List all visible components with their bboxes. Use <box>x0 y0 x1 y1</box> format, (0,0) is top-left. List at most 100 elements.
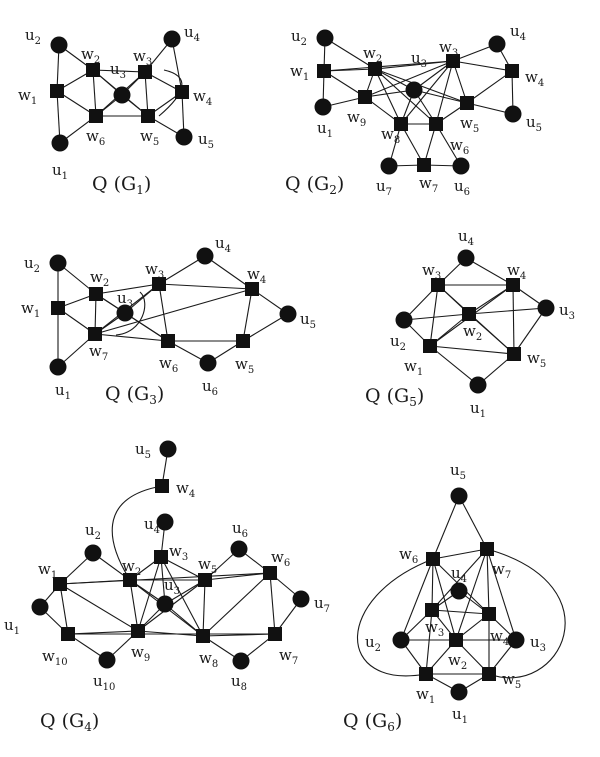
vertex-label: w4 <box>490 627 509 648</box>
vertex-label: w1 <box>38 560 57 581</box>
vertex-u4-circle <box>196 247 214 265</box>
vertex-label: w1 <box>21 299 40 320</box>
graph-edge <box>486 548 490 615</box>
graph-edge <box>431 609 490 615</box>
vertex-u2-circle <box>392 631 410 649</box>
vertex-label: w5 <box>235 355 254 376</box>
vertex-label: w5 <box>140 127 159 148</box>
vertex-label: w9 <box>347 108 366 129</box>
vertex-w6-square <box>426 552 440 566</box>
vertex-label: u4 <box>184 23 200 44</box>
vertex-u5-circle <box>279 305 297 323</box>
vertex-u6-circle <box>199 354 217 372</box>
vertex-u4-circle <box>450 582 468 600</box>
graph-edge <box>137 556 162 632</box>
vertex-label: w4 <box>507 261 526 282</box>
vertex-w3-square <box>138 65 152 79</box>
vertex-label: u4 <box>510 22 526 43</box>
graph-edge <box>431 558 434 611</box>
vertex-label: u1 <box>470 399 486 420</box>
vertex-u3-circle <box>156 595 174 613</box>
vertex-label: w8 <box>381 125 400 146</box>
vertex-w1-square <box>51 301 65 315</box>
vertex-label: w8 <box>199 649 218 670</box>
graph-edge <box>202 579 206 637</box>
vertex-w5-square <box>460 96 474 110</box>
vertex-u5-circle <box>450 487 468 505</box>
graph-edge <box>158 283 169 342</box>
node-layer <box>31 29 555 701</box>
graph-edge <box>92 69 97 117</box>
vertex-label: u5 <box>198 130 214 151</box>
vertex-w3-square <box>425 603 439 617</box>
vertex-label: w7 <box>419 174 438 195</box>
vertex-u4-circle <box>457 249 475 267</box>
vertex-label: w3 <box>422 261 441 282</box>
vertex-label: w7 <box>279 646 298 667</box>
vertex-label: w6 <box>271 548 290 569</box>
vertex-label: u7 <box>376 177 392 198</box>
graph-edge <box>429 345 515 355</box>
graph-edge <box>242 313 289 342</box>
vertex-label: w3 <box>425 618 444 639</box>
vertex-u7-circle <box>292 590 310 608</box>
vertex-w2-square <box>86 63 100 77</box>
vertex-u3-circle <box>113 86 131 104</box>
vertex-label: w9 <box>131 643 150 664</box>
vertex-w8-square <box>196 629 210 643</box>
vertex-u3-circle <box>405 81 423 99</box>
graph-edge <box>432 558 457 641</box>
graph-edge <box>144 71 149 117</box>
graph-edge <box>400 558 434 641</box>
graph-edge <box>171 38 183 93</box>
vertex-label: w2 <box>90 268 109 289</box>
vertex-u4-circle <box>488 35 506 53</box>
vertex-label: u4 <box>144 515 160 536</box>
vertex-u2-circle <box>316 29 334 47</box>
graph-edge <box>94 333 169 342</box>
vertex-u2-circle <box>49 254 67 272</box>
vertex-u1-circle <box>469 376 487 394</box>
vertex-label: u3 <box>530 633 546 654</box>
graph-edge <box>160 556 206 581</box>
vertex-w3-square <box>431 278 445 292</box>
graph-edge <box>466 70 513 104</box>
vertex-label: u3 <box>164 576 180 597</box>
vertex-w1-square <box>419 667 433 681</box>
vertex-w1-square <box>423 339 437 353</box>
vertex-u3-circle <box>507 631 525 649</box>
graph-edge <box>129 579 139 632</box>
vertex-label: u6 <box>202 377 218 398</box>
vertex-u5-circle <box>504 105 522 123</box>
graph-edge <box>513 307 547 355</box>
graph-edge <box>413 89 468 104</box>
vertex-u2-circle <box>395 311 413 329</box>
vertex-w5-square <box>482 667 496 681</box>
vertex-w2-square <box>123 573 137 587</box>
vertex-w7-square <box>480 542 494 556</box>
graph-edge <box>458 495 488 550</box>
vertex-label: u1 <box>4 616 20 637</box>
vertex-label: w1 <box>416 685 435 706</box>
vertex-label: w6 <box>450 136 469 157</box>
graph-edge <box>242 288 253 342</box>
vertex-label: u6 <box>232 519 248 540</box>
vertex-u1-circle <box>31 598 49 616</box>
vertex-u2-circle <box>50 36 68 54</box>
vertex-label: w4 <box>193 87 212 108</box>
vertex-label: u6 <box>454 177 470 198</box>
vertex-label: u2 <box>390 332 406 353</box>
vertex-w9-square <box>358 90 372 104</box>
vertex-label: w1 <box>404 357 423 378</box>
vertex-label: w5 <box>502 670 521 691</box>
graph-edge <box>435 60 454 125</box>
graph-edge <box>374 68 402 125</box>
vertex-u5-circle <box>175 128 193 146</box>
vertex-w6-square <box>89 109 103 123</box>
vertex-label: u1 <box>452 705 468 726</box>
vertex-label: w4 <box>525 68 544 89</box>
graph-edge <box>425 609 433 675</box>
vertex-w5-square <box>236 334 250 348</box>
vertex-label: u2 <box>291 27 307 48</box>
vertex-w10-square <box>61 627 75 641</box>
